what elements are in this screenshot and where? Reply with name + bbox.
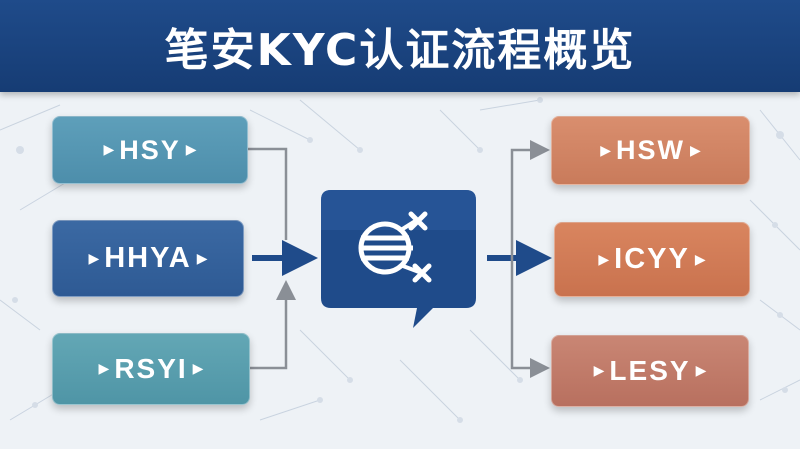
connector-right-top bbox=[510, 140, 550, 258]
triangle-right-icon: ▶ bbox=[694, 251, 706, 268]
left-box-2: ▶ HHYA ▶ bbox=[52, 220, 244, 297]
triangle-right-icon: ▶ bbox=[593, 363, 605, 379]
connector-left-bottom bbox=[248, 280, 296, 370]
triangle-right-icon: ▶ bbox=[598, 251, 610, 268]
left-box-3: ▶ RSYI ▶ bbox=[52, 333, 250, 405]
verification-hub bbox=[321, 190, 476, 328]
left-box-1-label: HSY bbox=[119, 134, 181, 165]
triangle-right-icon: ▶ bbox=[98, 361, 110, 377]
triangle-right-icon: ▶ bbox=[185, 142, 197, 158]
triangle-right-icon: ▶ bbox=[690, 142, 701, 159]
left-box-1: ▶ HSY ▶ bbox=[52, 116, 248, 184]
triangle-right-icon: ▶ bbox=[192, 361, 204, 377]
right-box-3: ▶ LESY ▶ bbox=[551, 335, 749, 407]
connector-left-top bbox=[246, 147, 288, 240]
triangle-right-icon: ▶ bbox=[600, 142, 611, 159]
right-box-2: ▶ ICYY ▶ bbox=[554, 222, 750, 297]
triangle-right-icon: ▶ bbox=[88, 250, 100, 267]
right-box-1-label: HSW bbox=[616, 135, 685, 165]
verification-chat-icon bbox=[321, 190, 476, 328]
connector-right-bottom bbox=[510, 258, 550, 378]
triangle-right-icon: ▶ bbox=[196, 250, 208, 267]
triangle-right-icon: ▶ bbox=[695, 363, 707, 379]
page-title: 笔安KYC认证流程概览 bbox=[164, 25, 636, 76]
right-box-3-label: LESY bbox=[609, 355, 691, 386]
right-box-1: ▶ HSW ▶ bbox=[551, 116, 750, 185]
left-box-2-label: HHYA bbox=[104, 242, 192, 274]
left-box-3-label: RSYI bbox=[114, 353, 188, 384]
title-bar: 笔安KYC认证流程概览 bbox=[0, 0, 800, 92]
right-box-2-label: ICYY bbox=[614, 243, 690, 275]
triangle-right-icon: ▶ bbox=[103, 142, 115, 158]
